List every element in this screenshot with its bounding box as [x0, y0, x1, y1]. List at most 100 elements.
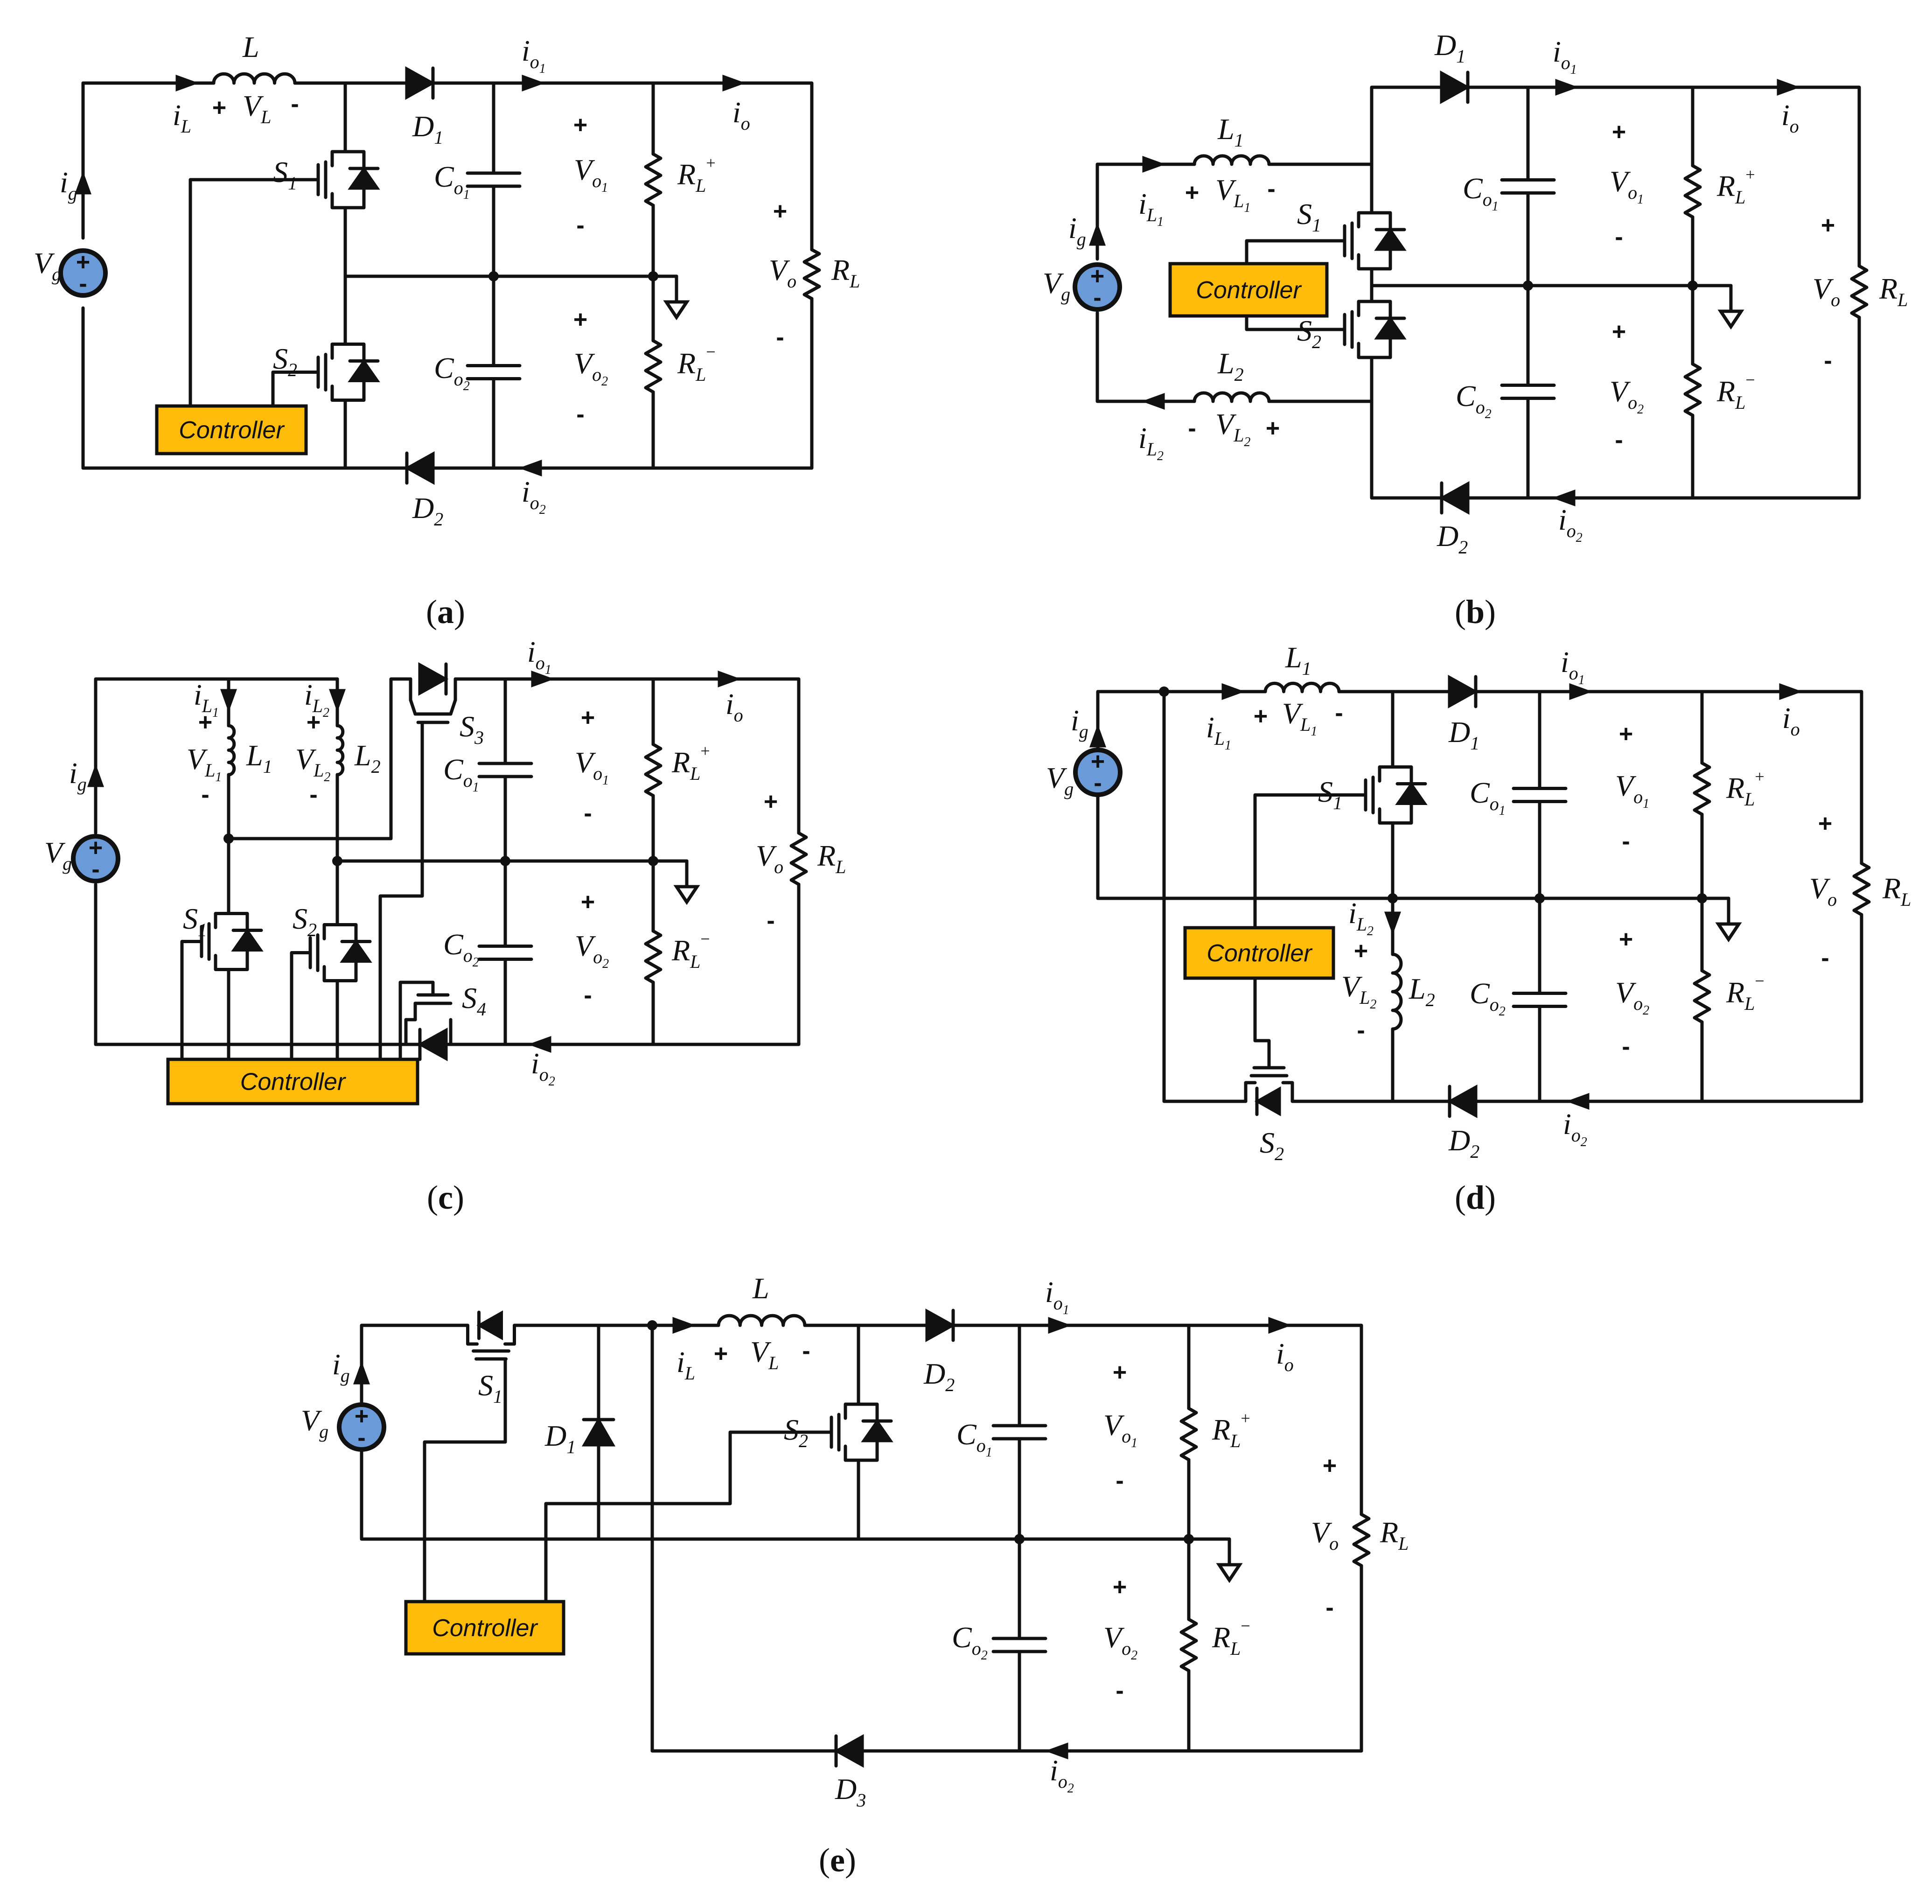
sign-plus: +: [212, 94, 226, 121]
voltage-source-icon: [71, 834, 120, 883]
label-S2: S2: [784, 1413, 808, 1451]
label-ig: ig: [332, 1348, 350, 1386]
sign-minus: -: [291, 91, 299, 118]
label-Vg: Vg: [34, 246, 61, 285]
sign-plus: +: [1113, 1574, 1127, 1601]
resistor-zigzag: [802, 248, 821, 301]
label-D1: D1: [1434, 28, 1465, 67]
label-Vo2: Vo2: [1615, 976, 1649, 1018]
label-VL2: VL2: [1215, 407, 1250, 449]
resistor-zigzag: [789, 831, 808, 886]
label-L1: L1: [1285, 641, 1311, 679]
current-arrow-icon: [1779, 683, 1803, 700]
label-Vo: Vo: [1813, 272, 1840, 310]
sign-plus: +: [1821, 212, 1835, 239]
current-arrow-icon: [1569, 683, 1593, 700]
svg-text:+: +: [76, 249, 90, 276]
diode-triangle: [833, 1734, 864, 1768]
diode-triangle: [231, 928, 264, 952]
diode-triangle: [581, 1417, 616, 1447]
label-D2: D2: [412, 491, 443, 530]
current-arrow-icon: [1777, 79, 1800, 96]
sign-plus: +: [1323, 1452, 1337, 1479]
label-RLm: RL−: [1726, 972, 1765, 1014]
junction-dot: [1014, 1534, 1025, 1544]
label-Co2: Co2: [1470, 977, 1506, 1019]
label-io2: io2: [1563, 1107, 1587, 1149]
current-arrow-icon: [722, 75, 746, 91]
label-S2: S2: [293, 902, 317, 940]
label-RL: RL: [1879, 272, 1908, 310]
label-S2: S2: [1260, 1126, 1284, 1164]
label-L2: L2: [1217, 347, 1244, 385]
label-Co2: Co2: [952, 1621, 988, 1663]
resistor-zigzag: [1179, 1407, 1198, 1462]
label-Co1: Co1: [1470, 776, 1506, 818]
resistor-zigzag: [1693, 969, 1711, 1024]
current-arrow-icon: [329, 689, 346, 713]
junction-dot: [1697, 893, 1707, 903]
label-RLm: RL−: [677, 343, 716, 385]
inductor-coil: [1263, 681, 1341, 693]
label-ig: ig: [1068, 211, 1086, 250]
label-Vg: Vg: [1043, 266, 1070, 305]
label-RL: RL: [1882, 872, 1911, 910]
resistor-zigzag: [644, 339, 663, 394]
label-io1: io1: [522, 34, 546, 76]
sign-plus: +: [714, 1340, 728, 1367]
label-Vo1: Vo1: [574, 153, 608, 195]
sign-minus: -: [576, 212, 584, 239]
sign-minus: -: [1622, 828, 1630, 855]
label-L1: L1: [246, 739, 272, 777]
panel-a: +-ControllerLiL+VL-D1io1ioS1S2Co1Co2+Vo1…: [34, 28, 1911, 1879]
current-arrow-icon: [353, 1361, 370, 1385]
label-Vg: Vg: [44, 836, 72, 874]
sign-plus: +: [1818, 810, 1832, 837]
sign-plus: +: [1266, 415, 1280, 442]
label-RL: RL: [1380, 1516, 1409, 1554]
svg-text:-: -: [357, 1424, 365, 1451]
label-VL: VL: [750, 1335, 779, 1373]
label-io1: io1: [1045, 1275, 1069, 1317]
sign-minus: -: [1188, 415, 1196, 442]
sign-minus: -: [584, 982, 592, 1009]
label-L: L: [242, 30, 259, 63]
current-arrow-icon: [1552, 490, 1576, 506]
label-RLp: RL+: [677, 154, 716, 196]
diode-triangle: [1447, 1085, 1478, 1118]
sign-plus: +: [1254, 703, 1268, 730]
ground-icon: [1717, 309, 1744, 330]
diode-triangle: [405, 66, 436, 100]
sign-minus: -: [1325, 1594, 1333, 1621]
diode-triangle: [1395, 782, 1428, 805]
label-VL2: VL2: [1341, 970, 1376, 1012]
label-S2: S2: [273, 342, 297, 380]
controller-block: [404, 1600, 565, 1656]
label-Co1: Co1: [956, 1418, 992, 1460]
svg-text:+: +: [355, 1403, 369, 1430]
controller-block: [155, 404, 308, 455]
svg-text:-: -: [1094, 770, 1102, 797]
label-RLp: RL+: [1212, 1409, 1250, 1451]
diode-triangle: [417, 1028, 448, 1061]
resistor-zigzag: [1683, 362, 1702, 417]
diode-triangle: [404, 451, 435, 485]
diode-triangle: [1374, 227, 1407, 251]
sign-plus: +: [1612, 119, 1626, 146]
label-L1: L1: [1217, 112, 1244, 151]
diode-triangle: [348, 166, 380, 190]
label-Vo1: Vo1: [1103, 1408, 1137, 1450]
current-arrow-icon: [1089, 222, 1106, 246]
diode-triangle: [1448, 675, 1479, 708]
current-arrow-icon: [75, 171, 91, 195]
inductor-coil: [212, 72, 297, 85]
controller-label: Controller: [1196, 277, 1302, 304]
current-arrow-icon: [522, 75, 545, 91]
ground-icon: [663, 300, 690, 321]
voltage-source-icon: [1073, 748, 1123, 797]
current-arrow-icon: [1221, 683, 1245, 700]
resistor-zigzag: [644, 742, 663, 798]
svg-text:-: -: [91, 856, 99, 883]
label-Vo: Vo: [756, 839, 783, 877]
